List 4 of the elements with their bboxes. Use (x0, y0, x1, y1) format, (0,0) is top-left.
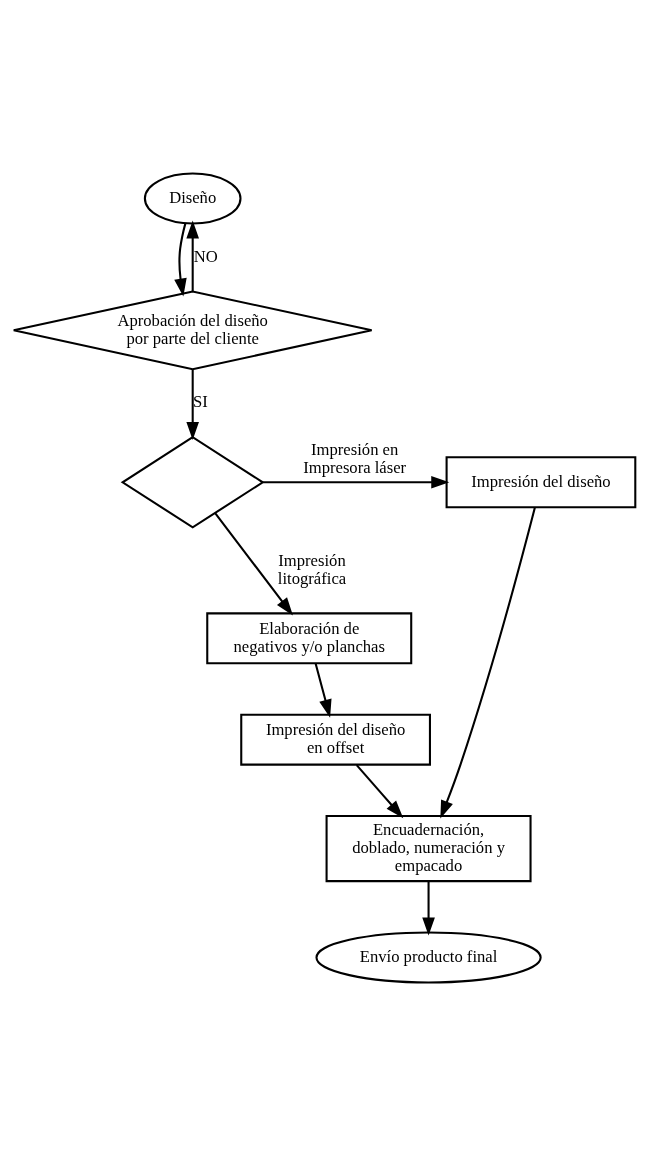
edge-label: SI (192, 392, 208, 412)
edge-label: Impresión en Impresora láser (303, 440, 407, 478)
edge-label: NO (193, 246, 218, 266)
edge-label: Impresión litográfica (277, 550, 347, 588)
